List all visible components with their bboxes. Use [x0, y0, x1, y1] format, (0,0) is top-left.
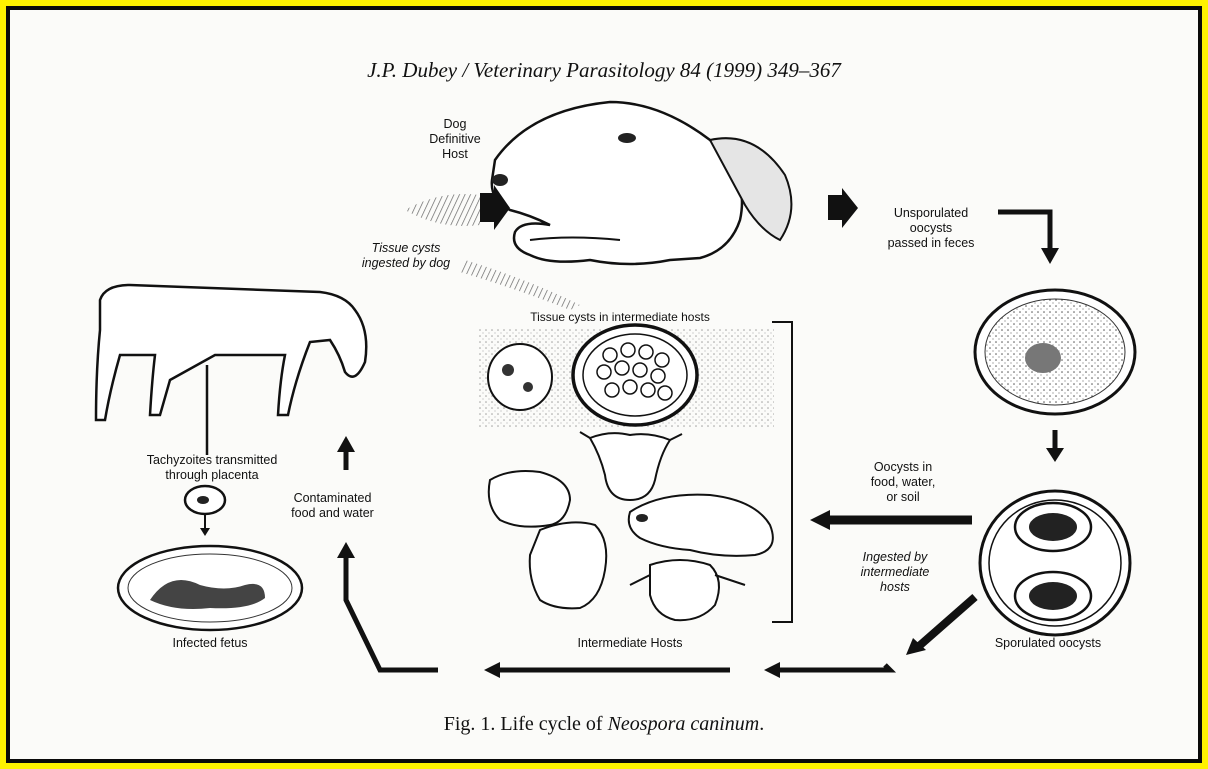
figure-caption: Fig. 1. Life cycle of Neospora caninum. — [10, 713, 1198, 736]
caption-suffix: . — [759, 713, 764, 735]
hatched-cone — [405, 194, 480, 226]
fetus-icon — [118, 546, 302, 630]
label-ingested-intermediate: Ingested by intermediate hosts — [840, 550, 950, 595]
label-line: food, water, — [848, 475, 958, 490]
label-line: through placenta — [102, 468, 322, 483]
label-line: hosts — [840, 580, 950, 595]
label-line: Dog — [415, 117, 495, 132]
label-line: Tissue cysts — [346, 241, 466, 256]
intermediate-bracket — [772, 322, 792, 622]
label-line: Contaminated — [260, 491, 405, 506]
label-tissue-ingested: Tissue cysts ingested by dog — [346, 241, 466, 271]
goat-icon — [489, 471, 570, 527]
oocyst-icon — [975, 290, 1135, 414]
dog-head-icon — [629, 495, 773, 556]
goat-icon — [96, 285, 366, 420]
label-line: Oocysts in — [848, 460, 958, 475]
sheep-icon — [630, 560, 745, 620]
placenta-icon — [185, 486, 225, 514]
label-sporulated-oocysts: Sporulated oocysts — [948, 636, 1148, 651]
label-infected-fetus: Infected fetus — [135, 636, 285, 651]
label-line: ingested by dog — [346, 256, 466, 271]
label-line: Host — [415, 147, 495, 162]
label-line: food and water — [260, 506, 405, 521]
hatched-cone-lower — [460, 260, 580, 310]
label-tissue-cysts-intermediate: Tissue cysts in intermediate hosts — [455, 310, 785, 325]
label-line: oocysts — [866, 221, 996, 236]
sporulated-oocyst-icon — [980, 491, 1130, 635]
arrow-bottom-right — [778, 665, 890, 670]
arrow-bottom-left — [346, 555, 438, 670]
label-line: Definitive — [415, 132, 495, 147]
caption-prefix: Fig. 1. Life cycle of — [444, 713, 608, 735]
dog-head-icon — [492, 102, 792, 264]
label-line: passed in feces — [866, 236, 996, 251]
label-dog-definitive-host: Dog Definitive Host — [415, 117, 495, 162]
arrow-to-unsporulated-oocyst — [998, 212, 1050, 250]
label-line: intermediate — [840, 565, 950, 580]
label-line: Unsporulated — [866, 206, 996, 221]
caption-organism: Neospora caninum — [608, 713, 760, 735]
label-line: Tachyzoites transmitted — [102, 453, 322, 468]
cow-icon — [580, 432, 682, 500]
label-unsporulated: Unsporulated oocysts passed in feces — [866, 206, 996, 251]
figure-page: J.P. Dubey / Veterinary Parasitology 84 … — [10, 10, 1198, 759]
arrow-out-dog — [828, 188, 858, 228]
label-oocysts-food: Oocysts in food, water, or soil — [848, 460, 958, 505]
label-contaminated-food: Contaminated food and water — [260, 491, 405, 521]
label-line: Ingested by — [840, 550, 950, 565]
label-intermediate-hosts: Intermediate Hosts — [530, 636, 730, 651]
label-tachyzoites: Tachyzoites transmitted through placenta — [102, 453, 322, 483]
label-line: or soil — [848, 490, 958, 505]
horse-icon — [530, 522, 607, 608]
tissue-cyst-icon — [478, 325, 774, 428]
